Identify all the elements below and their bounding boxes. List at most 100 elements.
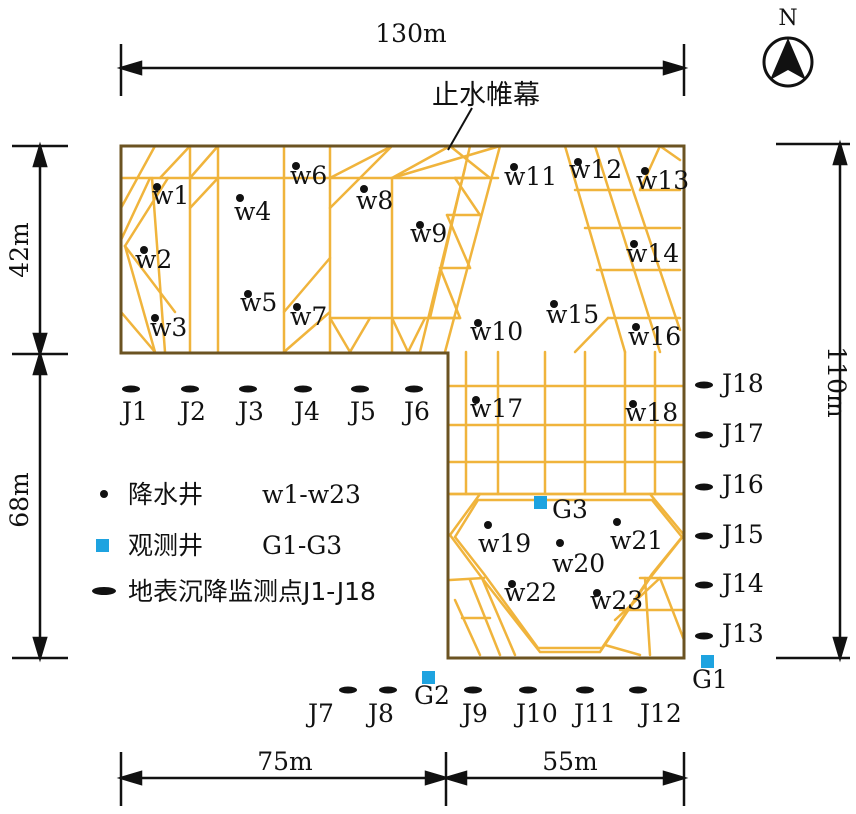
dimension-left-upper-label: 42m xyxy=(5,222,34,278)
well-marker-w5 xyxy=(244,290,252,298)
well-label-w14: w14 xyxy=(626,239,679,268)
settlement-label-J15: J15 xyxy=(719,520,764,549)
settlement-label-J4: J4 xyxy=(291,397,320,426)
settlement-marker-J12 xyxy=(629,686,647,694)
well-label-w23: w23 xyxy=(590,586,643,615)
well-label-w16: w16 xyxy=(628,322,681,351)
settlement-marker-J4 xyxy=(294,385,312,393)
well-label-w19: w19 xyxy=(478,529,531,558)
legend-settlement-name: 地表沉降监测点J1-J18 xyxy=(128,577,376,606)
settlement-marker-J18 xyxy=(695,381,713,389)
settlement-marker-J6 xyxy=(405,385,423,393)
well-label-w2: w2 xyxy=(135,245,172,274)
well-marker-w23 xyxy=(593,589,601,597)
settlement-marker-J7 xyxy=(339,686,357,694)
well-marker-w15 xyxy=(550,300,558,308)
well-label-w20: w20 xyxy=(552,549,605,578)
curtain-leader-line xyxy=(447,107,473,151)
well-marker-w11 xyxy=(510,163,518,171)
well-marker-w20 xyxy=(556,539,564,547)
settlement-marker-J11 xyxy=(576,686,594,694)
settlement-marker-J8 xyxy=(379,686,397,694)
well-marker-w22 xyxy=(508,580,516,588)
observation-label-G2: G2 xyxy=(414,681,450,710)
observation-label-G3: G3 xyxy=(552,495,588,524)
settlement-marker-J16 xyxy=(695,483,713,491)
well-marker-w1 xyxy=(153,183,161,191)
legend: 降水井 w1-w23 观测井 G1-G3 地表沉降监测点J1-J18 xyxy=(92,480,376,606)
north-arrow-icon: N xyxy=(762,6,814,88)
settlement-marker-J1 xyxy=(122,385,140,393)
well-marker-w12 xyxy=(574,158,582,166)
well-marker-w4 xyxy=(236,194,244,202)
well-marker-w3 xyxy=(151,314,159,322)
well-label-w15: w15 xyxy=(546,300,599,329)
well-label-w9: w9 xyxy=(410,219,447,248)
well-marker-w21 xyxy=(613,518,621,526)
settlement-label-J8: J8 xyxy=(365,699,394,728)
well-label-w3: w3 xyxy=(150,313,187,342)
well-label-w21: w21 xyxy=(610,526,663,555)
settlement-marker-J5 xyxy=(351,385,369,393)
settlement-label-J17: J17 xyxy=(719,419,764,448)
settlement-marker-J2 xyxy=(181,385,199,393)
well-marker-w18 xyxy=(629,400,637,408)
well-label-w13: w13 xyxy=(636,166,689,195)
settlement-label-J3: J3 xyxy=(235,397,264,426)
well-label-w22: w22 xyxy=(504,578,557,607)
legend-observation-name: 观测井 xyxy=(128,531,203,560)
settlement-label-J7: J7 xyxy=(305,699,334,728)
legend-observation-symbol xyxy=(96,539,109,552)
legend-wells-name: 降水井 xyxy=(128,480,203,509)
well-marker-w9 xyxy=(416,221,424,229)
settlement-label-J10: J10 xyxy=(513,699,558,728)
well-label-w18: w18 xyxy=(625,398,678,427)
well-marker-w16 xyxy=(632,323,640,331)
settlement-label-J14: J14 xyxy=(719,569,764,598)
water-curtain-boundary xyxy=(119,144,686,660)
observation-marker-G3 xyxy=(534,496,547,509)
legend-observation-range: G1-G3 xyxy=(262,531,342,560)
settlement-label-J18: J18 xyxy=(719,369,764,398)
well-marker-w7 xyxy=(293,303,301,311)
well-label-w7: w7 xyxy=(290,302,327,331)
well-label-w10: w10 xyxy=(470,317,523,346)
dimension-bottom-right-label: 55m xyxy=(542,747,598,776)
dimension-bottom-left-label: 75m xyxy=(257,747,313,776)
settlement-label-J13: J13 xyxy=(719,619,764,648)
settlement-marker-J15 xyxy=(695,532,713,540)
well-marker-w13 xyxy=(641,167,649,175)
settlement-marker-J10 xyxy=(519,686,537,694)
well-label-w17: w17 xyxy=(470,394,523,423)
well-marker-w6 xyxy=(292,162,300,170)
dimension-top-label: 130m xyxy=(375,19,447,48)
legend-settlement-symbol xyxy=(92,587,116,595)
well-label-w12: w12 xyxy=(569,155,622,184)
well-marker-w2 xyxy=(140,246,148,254)
well-marker-w17 xyxy=(472,396,480,404)
settlement-marker-J3 xyxy=(239,385,257,393)
north-label: N xyxy=(778,6,797,31)
well-marker-w8 xyxy=(360,185,368,193)
legend-well-symbol xyxy=(100,490,108,498)
internal-bracing xyxy=(119,144,686,657)
observation-marker-G2 xyxy=(422,671,435,684)
settlement-label-J11: J11 xyxy=(571,699,616,728)
well-label-w1: w1 xyxy=(152,181,189,210)
settlement-marker-J13 xyxy=(695,632,713,640)
well-label-w4: w4 xyxy=(234,197,271,226)
dimension-lines xyxy=(12,44,850,806)
settlement-label-J1: J1 xyxy=(119,397,148,426)
well-marker-w19 xyxy=(484,521,492,529)
dimension-right-label: 110m xyxy=(822,346,851,418)
well-marker-w14 xyxy=(630,240,638,248)
curtain-label: 止水帷幕 xyxy=(432,80,540,111)
observation-marker-G1 xyxy=(701,655,714,668)
dimension-left-lower-label: 68m xyxy=(5,472,34,528)
settlement-marker-J14 xyxy=(695,581,713,589)
well-label-w11: w11 xyxy=(504,162,557,191)
